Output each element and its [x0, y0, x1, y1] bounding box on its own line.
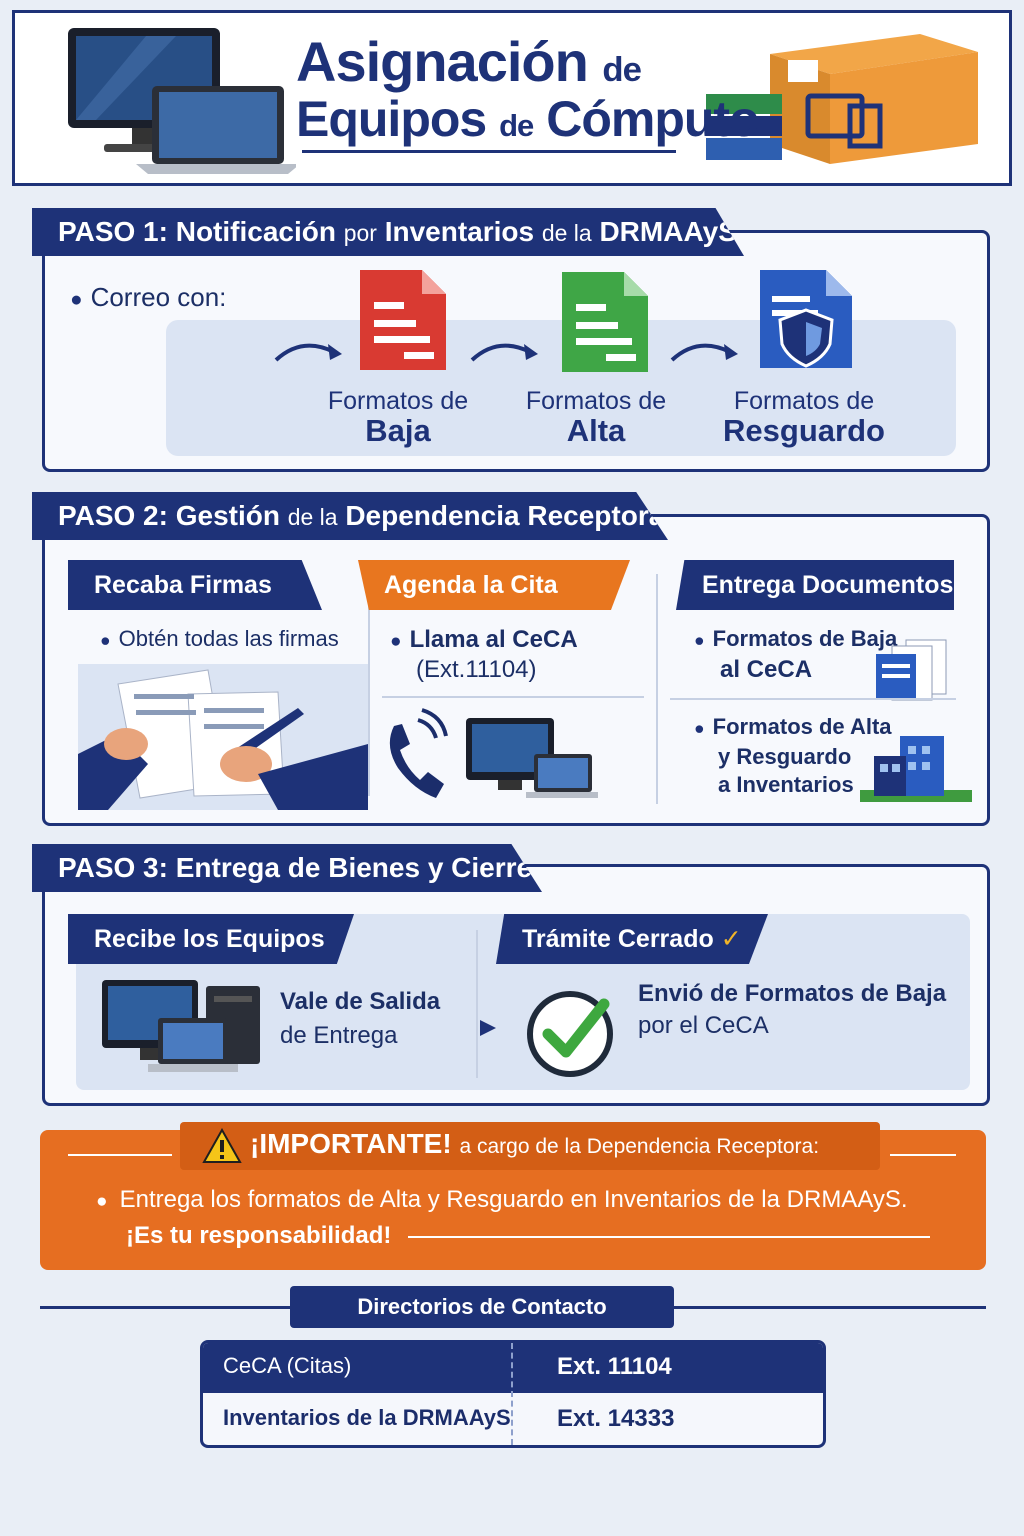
step3-label: PASO 3:: [58, 852, 168, 883]
box-illustration: [706, 34, 978, 164]
important-title-text: ¡IMPORTANTE!: [250, 1128, 452, 1159]
entrega-documentos-label: Entrega Documentos: [676, 560, 954, 610]
step2-text: de la: [287, 504, 338, 530]
column-divider: [656, 574, 658, 804]
entrega-item2-line2: y Resguardo: [718, 744, 852, 769]
step1-text: Notificación: [175, 216, 336, 247]
step2-label: PASO 2:: [58, 500, 168, 531]
important-subtitle: a cargo de la Dependencia Receptora:: [459, 1135, 820, 1158]
arrows-group: [274, 343, 738, 362]
warning-icon: [202, 1128, 242, 1163]
computers-illustration: [68, 28, 296, 174]
step1-text: por: [343, 220, 377, 246]
recibe-line1: Vale de Salida: [280, 988, 441, 1015]
document-icon: [360, 270, 446, 370]
important-banner: [180, 1122, 880, 1170]
directory-title: Directorios de Contacto: [290, 1286, 674, 1328]
doc-label-name: Alta: [566, 413, 626, 448]
table-row: [203, 1343, 823, 1393]
table-cell-name: CeCA (Citas): [223, 1353, 352, 1378]
entrega-item2-line1: Formatos de Alta: [694, 714, 892, 740]
computers-illustration: [102, 980, 260, 1072]
phone-computer-illustration: [389, 708, 598, 798]
phone-icon: [389, 724, 444, 798]
column-divider: [476, 930, 478, 1078]
important-title: ¡IMPORTANTE! a cargo de la Dependencia R…: [250, 1128, 819, 1160]
table-separator: [511, 1343, 513, 1445]
title-word: de: [499, 108, 534, 143]
step1-bullet: Correo con:: [70, 282, 227, 313]
entrega-item1-line1: Formatos de Baja: [694, 626, 898, 652]
step1-text: DRMAAyS: [599, 216, 737, 247]
arrow-icon: [274, 343, 335, 362]
step1-label: PASO 1:: [58, 216, 168, 247]
title-underline: [302, 150, 676, 153]
recaba-firmas-bullet: Obtén todas las firmas: [100, 626, 339, 652]
document-icon: [562, 272, 648, 372]
recibe-line2: de Entrega: [280, 1022, 398, 1049]
recaba-firmas-label: Recaba Firmas: [68, 560, 322, 610]
table-cell-ext: Ext. 11104: [557, 1353, 672, 1380]
doc-label-line: Formatos de: [525, 387, 667, 415]
page-title-line-2: Equipos de Cómputo: [296, 91, 760, 153]
agenda-cita-line1: Llama al CeCA: [390, 626, 578, 654]
arrow-icon: [670, 343, 731, 362]
decorative-line: [68, 1154, 172, 1156]
step2-banner: PASO 2: Gestión de la Dependencia Recept…: [32, 492, 668, 540]
signing-illustration: [78, 664, 368, 810]
check-icon: ✓: [720, 925, 742, 953]
arrow-icon: [524, 344, 538, 360]
step2-text: Dependencia Receptora: [345, 500, 665, 531]
title-word: Cómputo: [546, 91, 759, 147]
documents-icon: [876, 639, 947, 701]
step1-text: de la: [541, 220, 592, 246]
entrega-item1-line2: al CeCA: [720, 656, 813, 683]
step1-text: Inventarios: [384, 216, 535, 247]
tramite-cerrado-label: Trámite Cerrado ✓: [496, 914, 768, 964]
column-divider: [368, 600, 370, 796]
table-cell-name: Inventarios de la DRMAAyS: [223, 1405, 511, 1430]
step2-text: Gestión: [175, 500, 280, 531]
decorative-line: [408, 1236, 930, 1238]
arrow-right-icon: [480, 1020, 496, 1036]
shield-document-icon: [760, 270, 852, 368]
page-title-line-1: Asignación de: [296, 30, 642, 100]
title-word: Asignación: [296, 30, 589, 93]
important-line1: Entrega los formatos de Alta y Resguardo…: [96, 1186, 908, 1214]
checkmark-circle-icon: [527, 991, 613, 1077]
entrega-item2-line3: a Inventarios: [718, 772, 854, 797]
arrow-icon: [470, 343, 531, 362]
building-icon: [860, 736, 972, 802]
arrow-icon: [724, 344, 738, 360]
row-divider: [670, 698, 956, 700]
recibe-equipos-label: Recibe los Equipos: [68, 914, 354, 964]
doc-label-line: Formatos de: [733, 387, 875, 415]
tramite-cerrado-text: Trámite Cerrado: [522, 925, 714, 953]
tramite-line2: por el CeCA: [638, 1012, 769, 1039]
doc-label-name: Resguardo: [723, 413, 885, 448]
agenda-cita-label: Agenda la Cita: [358, 560, 630, 610]
title-word: Equipos: [296, 91, 487, 147]
step3-banner: PASO 3: Entrega de Bienes y Cierre: [32, 844, 542, 892]
tramite-line1: Envió de Formatos de Baja: [638, 980, 947, 1007]
title-word: de: [602, 51, 642, 89]
doc-label-resguardo: Formatos de Resguardo: [704, 386, 904, 446]
important-line2: ¡Es tu responsabilidad!: [126, 1222, 392, 1249]
doc-label-alta: Formatos de Alta: [496, 386, 696, 446]
agenda-cita-line2: (Ext.11104): [416, 656, 537, 683]
step1-banner: PASO 1: Notificación por Inventarios de …: [32, 208, 744, 256]
step3-text: Entrega de Bienes y Cierre: [175, 852, 533, 883]
doc-label-name: Baja: [365, 413, 431, 448]
table-cell-ext: Ext. 14333: [557, 1405, 675, 1432]
decorative-line: [890, 1154, 956, 1156]
doc-label-baja: Formatos de Baja: [298, 386, 498, 446]
directory-table: CeCA (Citas) Ext. 11104 Inventarios de l…: [200, 1340, 826, 1448]
doc-label-line: Formatos de: [327, 387, 469, 415]
row-divider: [382, 696, 644, 698]
arrow-icon: [328, 344, 342, 360]
